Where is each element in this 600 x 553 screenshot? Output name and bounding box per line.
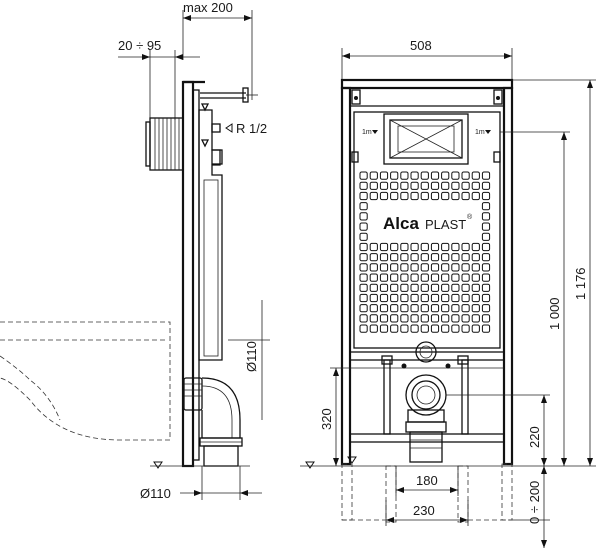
- level-marker-right: 1m: [475, 129, 485, 136]
- dim-r-half: R 1/2: [236, 121, 267, 136]
- dim-180: 180: [416, 473, 438, 488]
- dim-d110-lower: Ø110: [140, 486, 171, 501]
- dim-0-200: 0 ÷ 200: [527, 481, 542, 524]
- dim-220: 220: [527, 426, 542, 448]
- dim-1176: 1 176: [573, 267, 588, 300]
- dim-320: 320: [319, 408, 334, 430]
- level-marker-left: 1m: [362, 129, 372, 136]
- brand-plast: PLAST: [425, 217, 466, 232]
- dim-d110-upper: Ø110: [244, 341, 259, 372]
- dim-max-200: max 200: [183, 0, 233, 15]
- flush-plate-profile: [145, 117, 184, 171]
- front-view: 508 1m 1m Alca PLAST ®: [300, 38, 596, 548]
- side-view: max 200 20 ÷ 95 R 1/2: [0, 0, 270, 501]
- drain-bend: [183, 377, 243, 467]
- brand-alca: Alca: [383, 214, 419, 233]
- dim-20-95: 20 ÷ 95: [118, 38, 161, 53]
- dim-230: 230: [413, 503, 435, 518]
- dim-508: 508: [410, 38, 432, 53]
- cistern-grid-pattern: [359, 171, 491, 333]
- dim-1000: 1 000: [547, 297, 562, 330]
- brand-registered: ®: [467, 213, 473, 221]
